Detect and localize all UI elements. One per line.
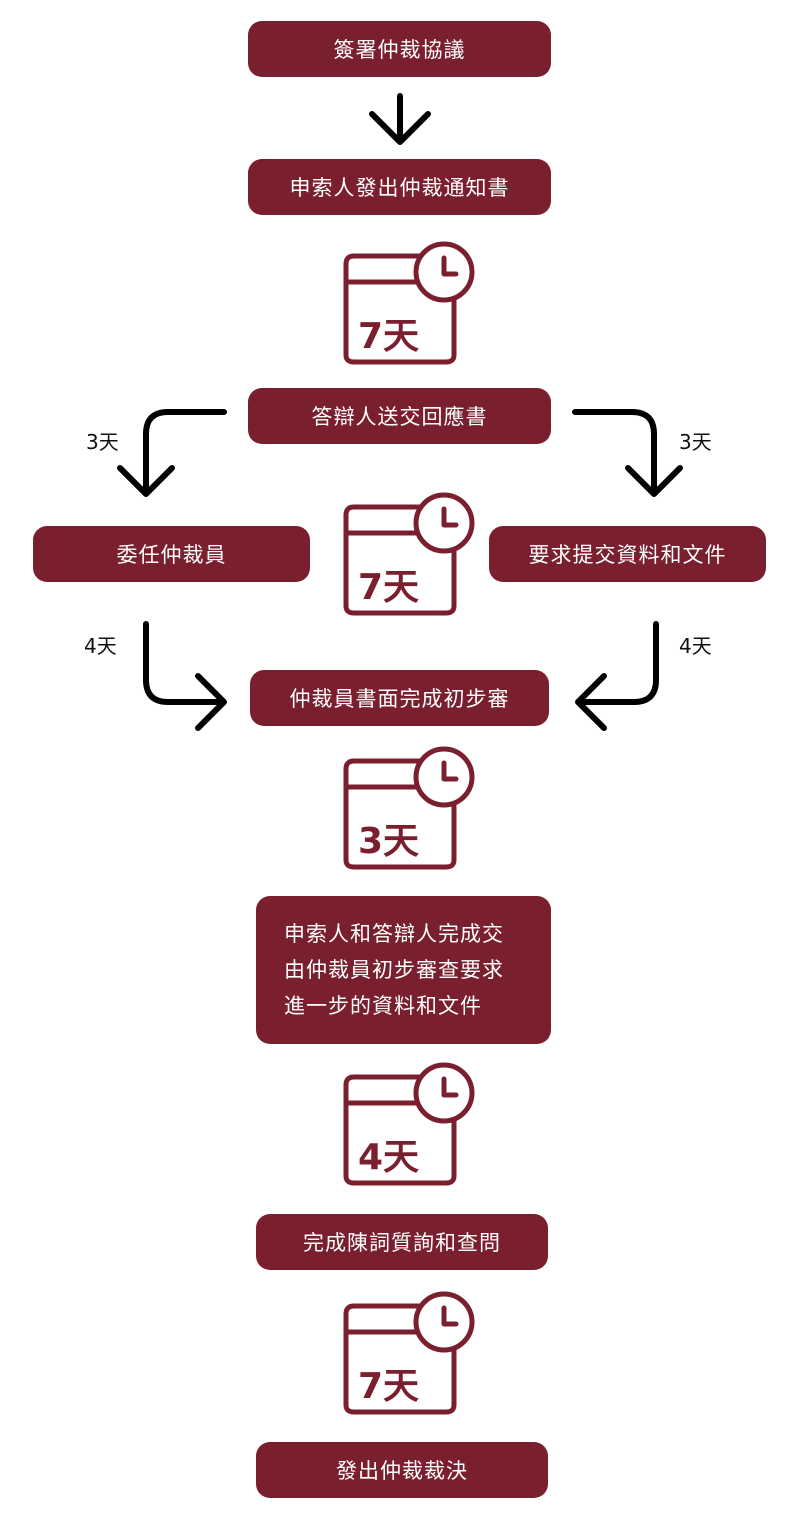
- duration-label-right-top: 3天: [679, 430, 712, 454]
- step-award: 發出仲裁裁決: [256, 1442, 548, 1498]
- calendar-duration: 3天: [358, 821, 419, 862]
- step-line: 進一步的資料和文件: [284, 994, 482, 1018]
- duration-label-left-bottom: 4天: [84, 634, 117, 658]
- curved-arrow-left-bottom: [143, 621, 227, 731]
- step-hearing: 完成陳詞質詢和查問: [256, 1214, 548, 1270]
- duration-label-right-bottom: 4天: [679, 634, 712, 658]
- duration-label-left-top: 3天: [86, 430, 119, 454]
- calendar-duration: 7天: [358, 316, 419, 357]
- step-respondent-reply: 答辯人送交回應書: [248, 388, 551, 444]
- calendar-duration: 4天: [358, 1137, 419, 1178]
- calendar-duration: 7天: [358, 1366, 419, 1407]
- step-line: 申索人和答辯人完成交: [284, 922, 504, 946]
- calendar-duration: 7天: [358, 567, 419, 608]
- curved-arrow-left-top: [117, 409, 227, 497]
- step-sign-agreement: 簽署仲裁協議: [248, 21, 551, 77]
- step-line: 由仲裁員初步審查要求: [284, 958, 504, 982]
- step-request-documents: 要求提交資料和文件: [489, 526, 766, 582]
- step-preliminary-review: 仲裁員書面完成初步審: [250, 670, 549, 726]
- curved-arrow-right-bottom: [575, 621, 659, 731]
- step-parties-complete: 申索人和答辯人完成交 由仲裁員初步審查要求 進一步的資料和文件: [256, 896, 551, 1044]
- step-notice-of-arbitration: 申索人發出仲裁通知書: [248, 159, 551, 215]
- step-appoint-arbitrator: 委任仲裁員: [33, 526, 310, 582]
- curved-arrow-right-top: [572, 409, 683, 497]
- arrow-down-icon: [369, 93, 431, 145]
